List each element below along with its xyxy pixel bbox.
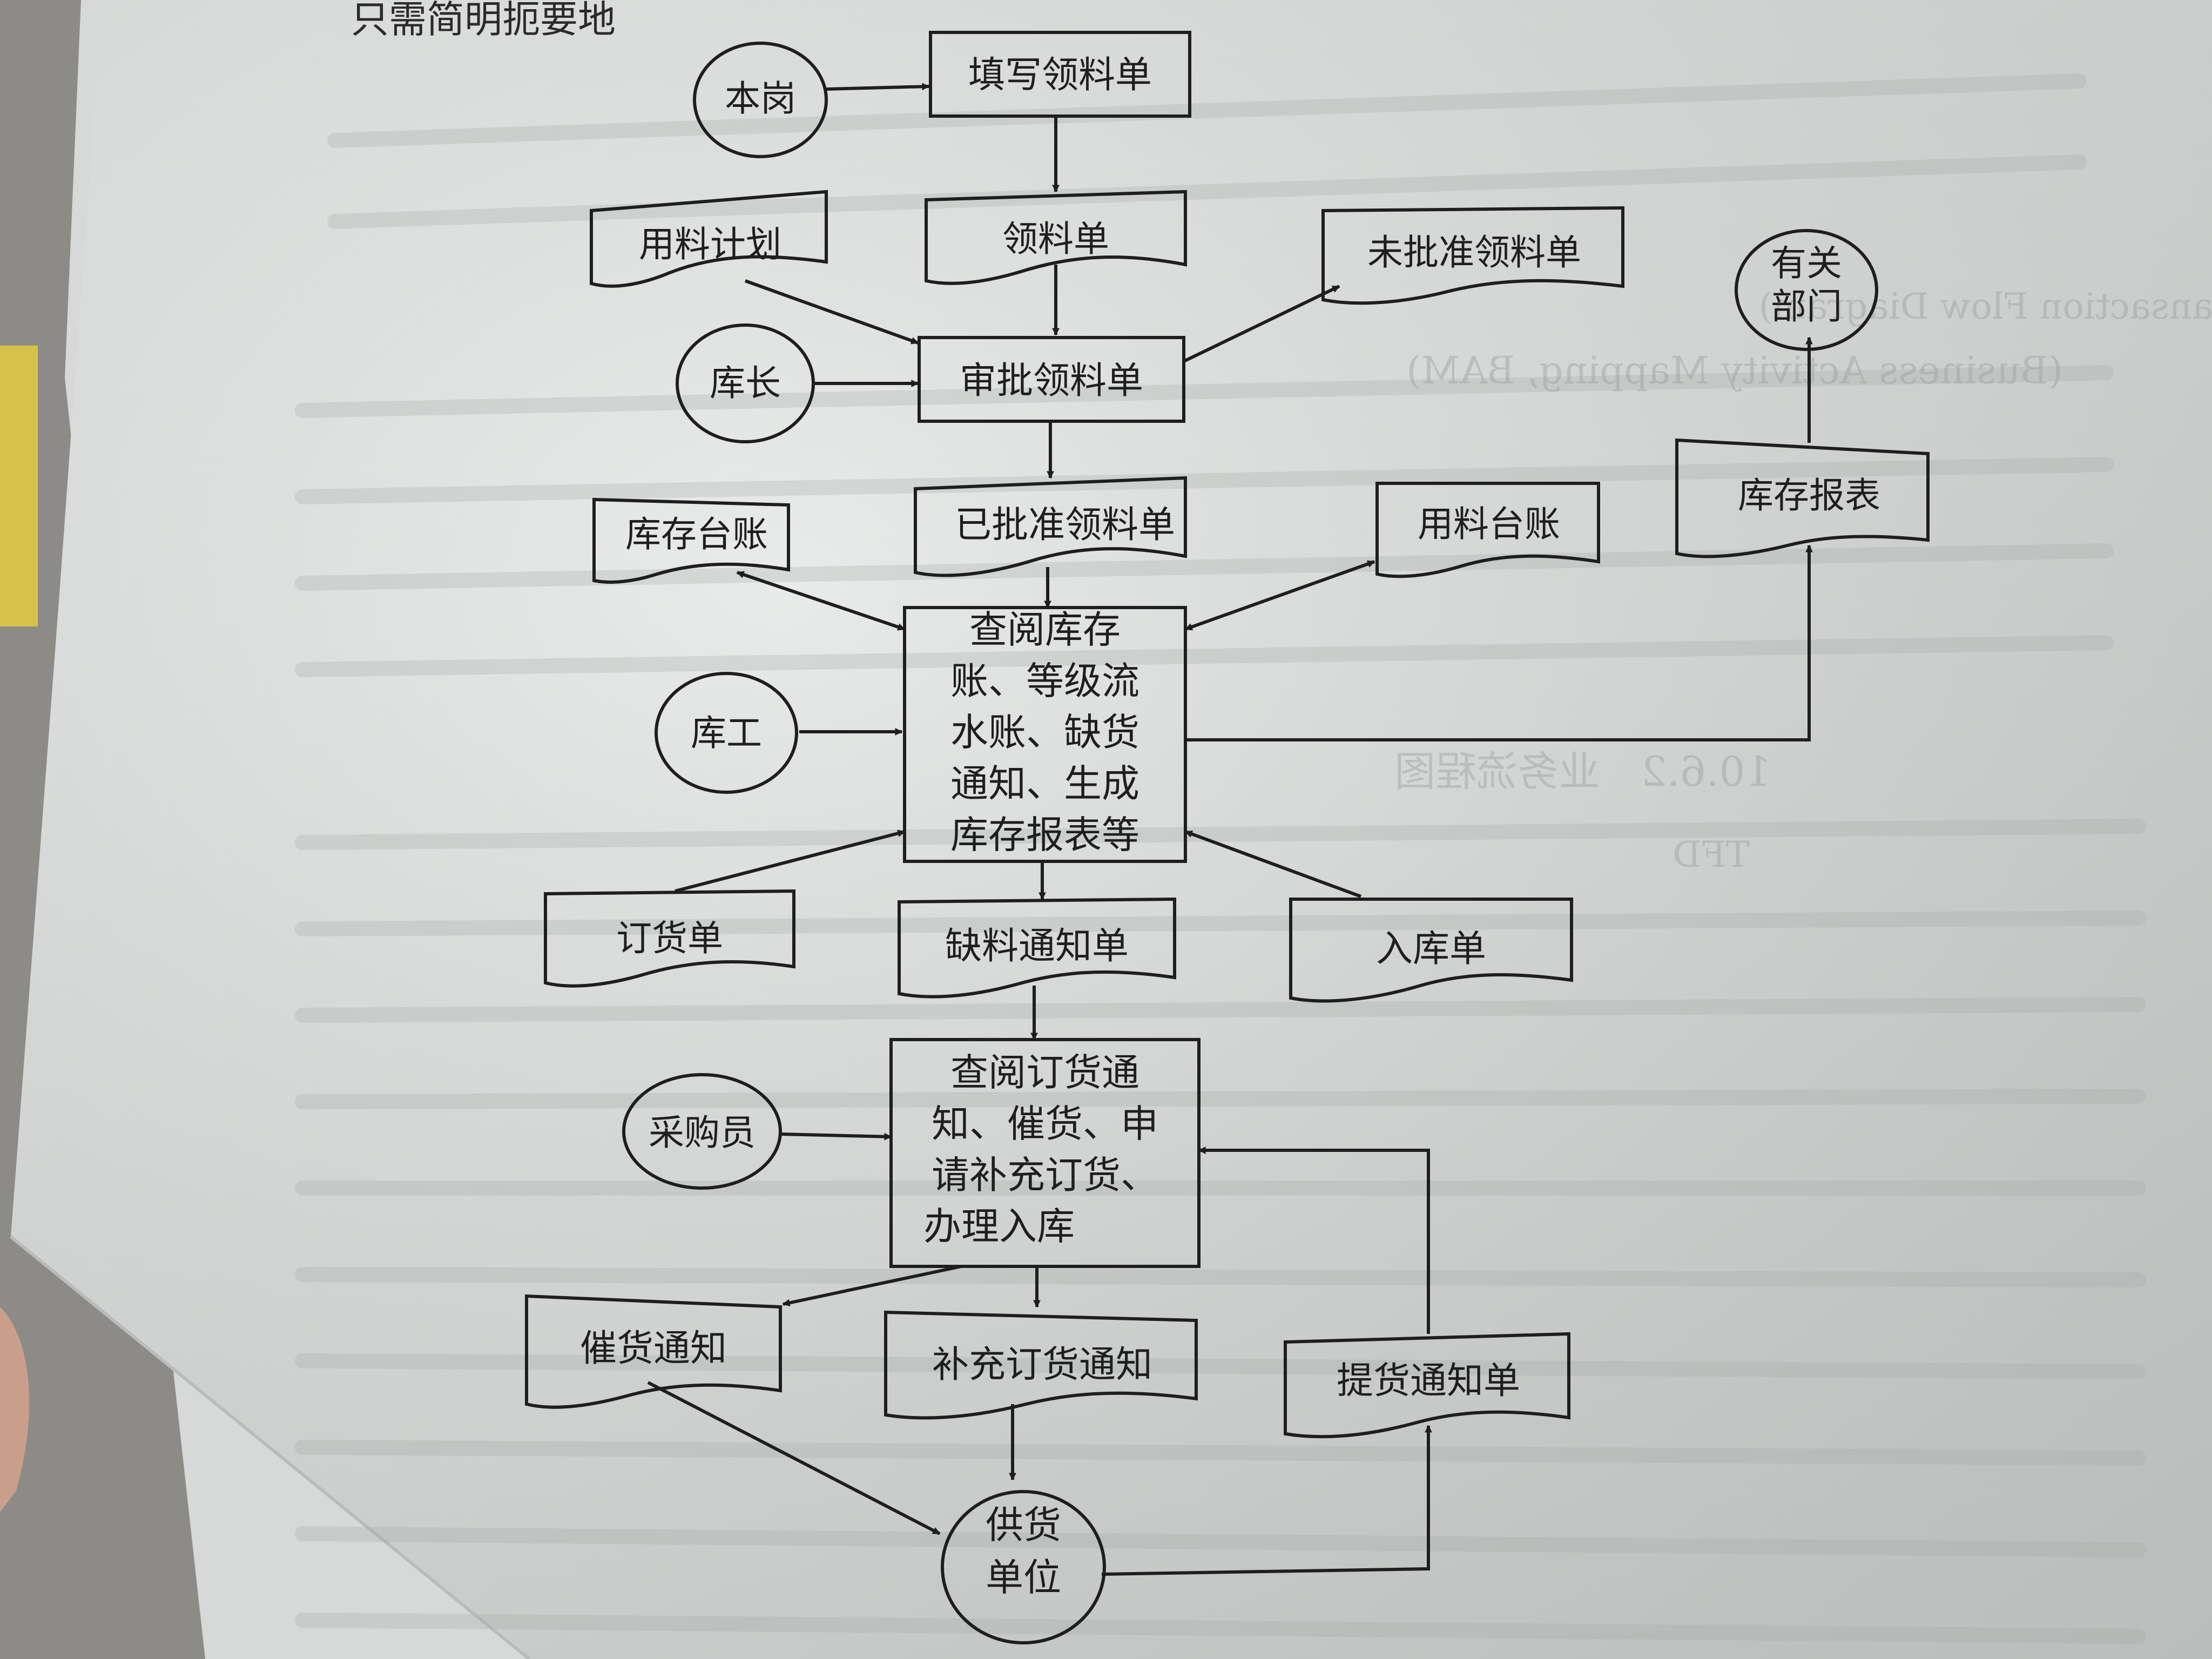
labels: 本岗 填写领料单 用料计划 领料单 未批准领料单 有关 部门 库长 审批领料单 … [580,54,1880,1600]
label-shenpi: 审批领料单 [960,360,1143,402]
doc-yongliao-taizhang [1375,482,1600,578]
arrow-gonghuo-to-tihuo [1101,1425,1432,1576]
doc-yipizhun [914,476,1187,577]
arrow-cuihuo-to-gonghuo [647,1381,941,1535]
bleed-tfd: TFD [1673,834,1750,875]
label-youguan-line2: 部门 [1771,286,1842,327]
doc-dinghuodan [544,889,795,988]
yellow-object [0,346,38,626]
doc-lingliaodan [925,190,1187,285]
arrow-chayue-dinghuo-to-cuihuo [782,1265,962,1307]
bleed-heading: 10.6.2 业务流程图 [1394,747,1771,795]
label-queliao: 缺料通知单 [945,925,1129,968]
shapes [525,31,1930,1644]
bleed-through-text: 10.6.2 业务流程图 (Business Activity Mapping,… [1394,286,2212,875]
label-weipizhun: 未批准领料单 [1367,232,1581,273]
doc-kucun-taizhang [592,497,790,584]
circle-gonghuo [941,1490,1106,1644]
connectors [647,83,1813,1576]
arrow-tihuo-to-chayue-dinghuo [1198,1147,1430,1334]
label-chayue-dinghuo-2: 知、催货、申 [932,1102,1158,1146]
doc-weipizhun [1321,206,1624,305]
label-chayue-kucun-1: 查阅库存 [969,608,1121,652]
label-chayue-dinghuo-1: 查阅订货通 [950,1050,1139,1095]
label-chayue-kucun-5: 库存报表等 [950,813,1139,857]
box-tianxie [929,31,1191,118]
box-shenpi [918,336,1185,423]
doc-cuihuo [525,1294,782,1409]
label-kuzhang: 库长 [710,362,781,404]
label-kucun-taizhang: 库存台账 [625,514,768,555]
arrow-caigouyuan-to-chayue-dinghuo [780,1132,892,1141]
label-tihuo: 提货通知单 [1337,1360,1520,1402]
label-chayue-dinghuo-4: 办理入库 [923,1204,1075,1249]
label-chayue-kucun-3: 水账、缺货 [950,710,1139,754]
arrow-shenpi-to-weipizhun [1182,285,1340,363]
arrow-yongliao-taizhang-chayue [1184,560,1375,631]
arrow-kucun-taizhang-chayue [736,571,906,631]
arrow-rukudan-to-chayue [1184,830,1362,898]
arrow-bengang-to-tianxie [826,83,930,91]
arrow-dinghuodan-to-chayue [675,830,906,893]
label-dinghuodan: 订货单 [616,918,723,959]
bleed-transaction: (Transaction Flow Diagram) [1759,286,2212,327]
top-text: 只需简明扼要地 [351,0,616,42]
label-rukudan: 入库单 [1376,928,1486,970]
label-kugong: 库工 [691,712,762,754]
label-bengang: 本岗 [725,78,796,119]
label-yipizhun: 已批准领料单 [955,504,1175,547]
label-kucun-baobiao: 库存报表 [1738,475,1880,516]
label-chayue-kucun-4: 通知、生成 [950,761,1139,806]
box-chayue-dinghuo [889,1038,1201,1268]
box-chayue-kucun [903,606,1187,863]
label-gonghuo-line1: 供货 [986,1503,1061,1547]
label-caigouyuan: 采购员 [649,1112,756,1154]
label-chayue-dinghuo-3: 请补充订货、 [932,1153,1158,1197]
thumb [0,1307,30,1512]
doc-buchong [884,1310,1198,1420]
label-yongliao-taizhang: 用料台账 [1418,503,1560,545]
label-tianxie: 填写领料单 [968,54,1152,97]
page-fold [10,1235,530,1659]
doc-tihuo [1284,1332,1570,1439]
circle-kugong [655,672,798,794]
doc-kucun-baobiao [1675,438,1930,558]
label-cuihuo: 催货通知 [580,1327,727,1370]
bleed-english: (Business Activity Mapping, BAM) [1406,348,2063,393]
label-chayue-kucun-2: 账、等级流 [950,659,1139,703]
bleed-lines [295,73,2146,1644]
page-shading [11,0,2212,1659]
doc-queliao [898,897,1176,999]
label-buchong: 补充订货通知 [932,1344,1152,1386]
arrow-yongliao-jihua-to-shenpi [744,279,919,345]
doc-yongliao-jihua [590,190,828,288]
label-gonghuo-line2: 单位 [986,1555,1061,1600]
circle-kuzhang [676,323,815,443]
label-lingliaodan: 领料单 [1002,218,1109,260]
label-youguan-line1: 有关 [1771,242,1842,284]
label-yongliao-jihua: 用料计划 [639,224,781,265]
circle-youguan-bumen [1735,229,1878,351]
circle-caigouyuan [622,1073,782,1190]
doc-rukudan [1289,898,1573,1003]
arrow-chayue-to-kucun-baobiao [1185,544,1813,741]
circle-bengang [693,42,828,158]
